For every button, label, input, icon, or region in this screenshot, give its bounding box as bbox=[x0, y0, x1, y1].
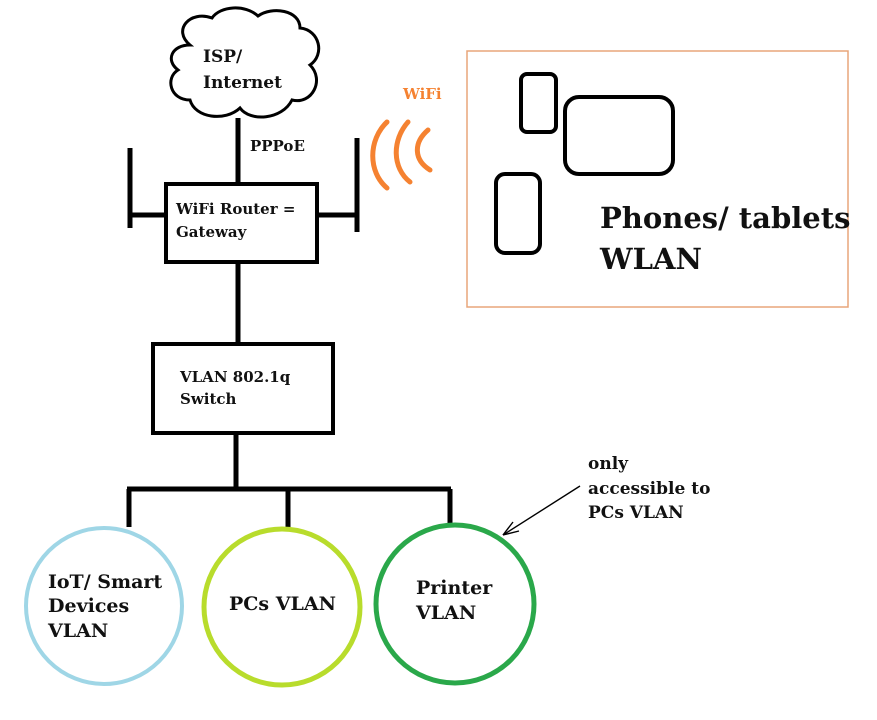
isp-cloud-icon bbox=[169, 6, 321, 119]
phone-small-icon bbox=[519, 72, 558, 134]
router-label-line1: WiFi Router = bbox=[175, 200, 295, 218]
isp-label-line2: Internet bbox=[203, 73, 282, 93]
iot-vlan-circle bbox=[24, 526, 184, 686]
pcs-vlan-label: PCs VLAN bbox=[229, 593, 336, 615]
router-box bbox=[164, 182, 319, 264]
wifi-label: WiFi bbox=[402, 85, 442, 103]
switch-label-line1: VLAN 802.1q bbox=[179, 368, 291, 386]
iot-vlan-line3: VLAN bbox=[47, 620, 108, 642]
phone-large-icon bbox=[494, 172, 542, 255]
pcs-vlan-circle bbox=[201, 526, 363, 688]
note-line3: PCs VLAN bbox=[588, 503, 684, 523]
tablet-icon bbox=[563, 95, 675, 176]
pppoe-label: PPPoE bbox=[250, 137, 305, 155]
isp-label-line1: ISP/ bbox=[203, 47, 243, 67]
wlan-box bbox=[466, 50, 849, 308]
wlan-label-line1: Phones/ tablets bbox=[600, 201, 850, 235]
note-line2: accessible to bbox=[588, 479, 710, 499]
switch-label-line2: Switch bbox=[180, 390, 237, 408]
iot-vlan-line1: IoT/ Smart bbox=[48, 571, 162, 593]
wlan-label-line2: WLAN bbox=[599, 242, 702, 276]
printer-vlan-circle bbox=[373, 522, 537, 686]
iot-vlan-line2: Devices bbox=[48, 595, 129, 617]
wifi-signal-icon bbox=[370, 119, 433, 191]
note-arrow-icon bbox=[502, 485, 581, 536]
note-line1: only bbox=[588, 454, 629, 474]
printer-vlan-line1: Printer bbox=[416, 577, 493, 599]
switch-box bbox=[151, 342, 335, 435]
router-label-line2: Gateway bbox=[176, 223, 248, 241]
printer-vlan-line2: VLAN bbox=[415, 602, 476, 624]
